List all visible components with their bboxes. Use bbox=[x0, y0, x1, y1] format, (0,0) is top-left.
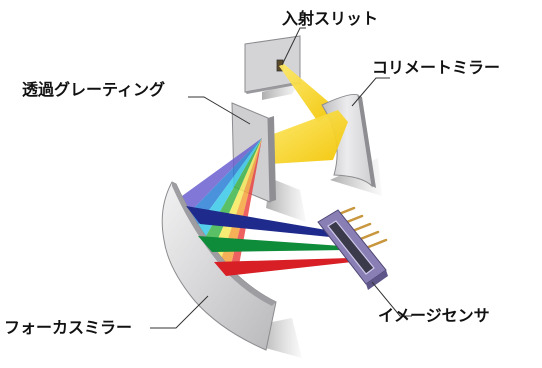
transmission-grating-label: 透過グレーティング bbox=[22, 80, 166, 99]
sensor-window bbox=[327, 220, 375, 275]
slit-shadow bbox=[262, 82, 300, 100]
entrance-slit bbox=[244, 35, 302, 100]
band-violet bbox=[182, 138, 262, 212]
band-green bbox=[202, 138, 262, 257]
slit-plate-edge bbox=[245, 82, 302, 94]
focus-leader-line bbox=[150, 295, 209, 329]
collimated-beam bbox=[268, 110, 348, 164]
beam-blue bbox=[186, 206, 340, 238]
band-blue bbox=[190, 138, 262, 228]
collimator-edge bbox=[358, 95, 376, 188]
collimating-mirror-label: コリメートミラー bbox=[372, 58, 501, 77]
grating-leader-line bbox=[188, 96, 251, 125]
beam-green bbox=[198, 236, 346, 252]
slit-leader-line bbox=[281, 27, 306, 66]
image-sensor bbox=[317, 206, 388, 290]
focusing-mirror-label: フォーカスミラー bbox=[4, 318, 133, 337]
leader-lines bbox=[150, 27, 412, 329]
beam-red bbox=[214, 258, 352, 276]
grating-edge bbox=[268, 116, 276, 202]
sensor-leader-line bbox=[371, 281, 412, 317]
grating-shadow bbox=[266, 178, 306, 222]
sensor-body-edge bbox=[366, 270, 388, 290]
image-sensor-label: イメージセンサ bbox=[378, 306, 490, 325]
entrance-slit-label: 入射スリット bbox=[282, 9, 379, 28]
collimator-leader-line bbox=[351, 77, 390, 107]
band-yellow bbox=[210, 138, 262, 268]
focused-beams bbox=[186, 206, 352, 276]
